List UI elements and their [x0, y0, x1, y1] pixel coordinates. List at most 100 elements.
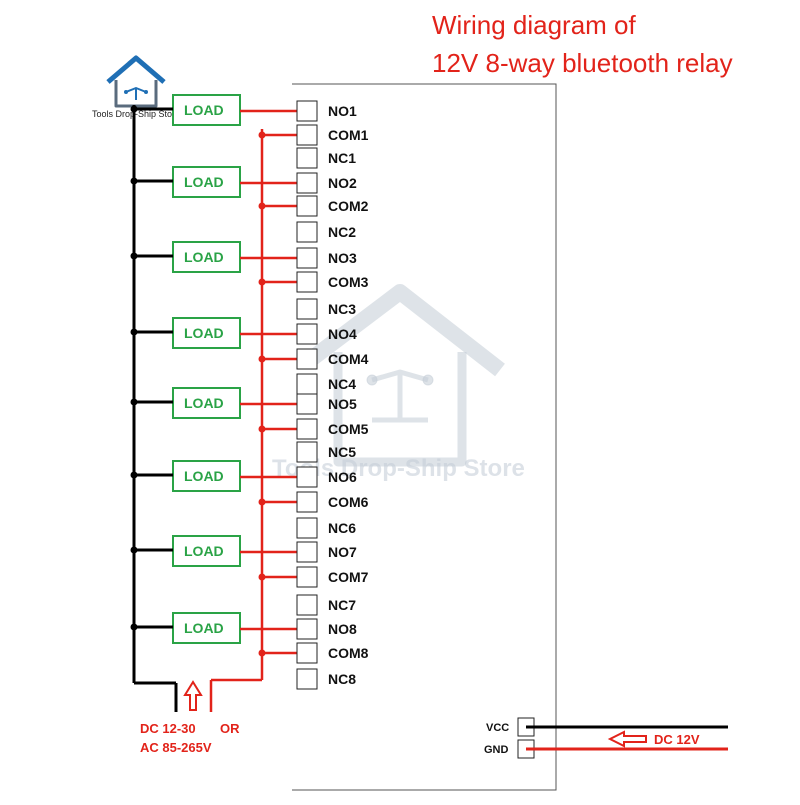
terminal-no-slot [296, 172, 318, 194]
live-junction-dot [258, 355, 266, 363]
neutral-junction-dot [130, 252, 138, 260]
watermark: Tools Drop-Ship Store [272, 284, 525, 482]
neutral-junction-dot [130, 105, 138, 113]
terminal-nc-slot [296, 221, 318, 243]
terminal-com-label: COM1 [328, 127, 369, 143]
terminal-no-slot [296, 466, 318, 488]
terminal-no-label: NO1 [328, 103, 357, 119]
title-line-1: Wiring diagram of [432, 10, 637, 40]
terminal-no-slot [296, 393, 318, 415]
terminal-com-slot [296, 124, 318, 146]
terminal-com-label: COM4 [328, 351, 369, 367]
terminal-no-label: NO7 [328, 544, 357, 560]
terminal-com-slot [296, 491, 318, 513]
terminal-com-slot [296, 566, 318, 588]
terminal-com-slot [296, 195, 318, 217]
load-label: LOAD [184, 620, 224, 636]
terminal-com-label: COM6 [328, 494, 369, 510]
supply-label-or: OR [220, 721, 240, 736]
house-logo-icon [106, 55, 166, 108]
neutral-junction-dot [130, 398, 138, 406]
terminal-nc-slot [296, 298, 318, 320]
load-label: LOAD [184, 249, 224, 265]
terminal-nc-label: NC7 [328, 597, 356, 613]
neutral-junction-dot [130, 177, 138, 185]
terminal-nc-label: NC8 [328, 671, 356, 687]
load-label: LOAD [184, 395, 224, 411]
terminal-no-label: NO4 [328, 326, 357, 342]
power-input: VCC GND DC 12V [484, 717, 728, 759]
terminal-nc-label: NC2 [328, 224, 356, 240]
terminal-com-label: COM3 [328, 274, 369, 290]
supply-label-ac: AC 85-265V [140, 740, 212, 755]
load-label: LOAD [184, 102, 224, 118]
terminal-no-slot [296, 247, 318, 269]
neutral-junction-dot [130, 328, 138, 336]
terminal-com-slot [296, 271, 318, 293]
load-box [172, 166, 241, 198]
live-junction-dot [258, 202, 266, 210]
terminal-no-slot [296, 323, 318, 345]
store-logo: Tools Drop-Ship Store [92, 55, 180, 119]
terminal-nc-label: NC6 [328, 520, 356, 536]
terminal-no-label: NO8 [328, 621, 357, 637]
load-label: LOAD [184, 174, 224, 190]
terminal-nc-label: NC3 [328, 301, 356, 317]
neutral-junction-dot [130, 623, 138, 631]
terminal-nc-slot [296, 441, 318, 463]
terminal-no-slot [296, 618, 318, 640]
terminal-nc-slot [296, 517, 318, 539]
terminal-no-label: NO6 [328, 469, 357, 485]
terminal-com-label: COM8 [328, 645, 369, 661]
terminal-nc-label: NC4 [328, 376, 356, 392]
load-label: LOAD [184, 543, 224, 559]
terminal-com-label: COM5 [328, 421, 369, 437]
relay-board-outline [292, 83, 557, 791]
vcc-label: VCC [486, 722, 509, 734]
terminal-com-label: COM2 [328, 198, 369, 214]
live-junction-dot [258, 573, 266, 581]
terminal-nc-slot [296, 147, 318, 169]
neutral-junction-dot [130, 471, 138, 479]
terminal-nc-slot [296, 668, 318, 690]
terminal-com-slot [296, 642, 318, 664]
load-label: LOAD [184, 325, 224, 341]
title-line-2: 12V 8-way bluetooth relay [432, 48, 733, 78]
terminal-nc-label: NC1 [328, 150, 356, 166]
live-junction-dot [258, 498, 266, 506]
dc-input-label: DC 12V [654, 732, 700, 747]
load-label: LOAD [184, 468, 224, 484]
gnd-label: GND [484, 744, 509, 756]
dc-arrow-icon [607, 730, 647, 748]
terminal-no-label: NO5 [328, 396, 357, 412]
load-box [172, 94, 241, 126]
terminal-com-slot [296, 348, 318, 370]
live-junction-dot [258, 425, 266, 433]
terminal-no-slot [296, 541, 318, 563]
terminal-no-label: NO3 [328, 250, 357, 266]
terminal-nc-slot [296, 594, 318, 616]
live-junction-dot [258, 649, 266, 657]
terminal-no-label: NO2 [328, 175, 357, 191]
terminal-nc-slot [296, 373, 318, 395]
terminal-no-slot [296, 100, 318, 122]
watermark-house-icon [305, 284, 505, 467]
neutral-junction-dot [130, 546, 138, 554]
logo-brand-text: Tools Drop-Ship Store [92, 109, 180, 119]
live-junction-dot [258, 278, 266, 286]
supply-arrow-icon [183, 680, 203, 711]
terminal-com-label: COM7 [328, 569, 369, 585]
load-box [172, 535, 241, 567]
live-junction-dot [258, 131, 266, 139]
terminal-nc-label: NC5 [328, 444, 356, 460]
